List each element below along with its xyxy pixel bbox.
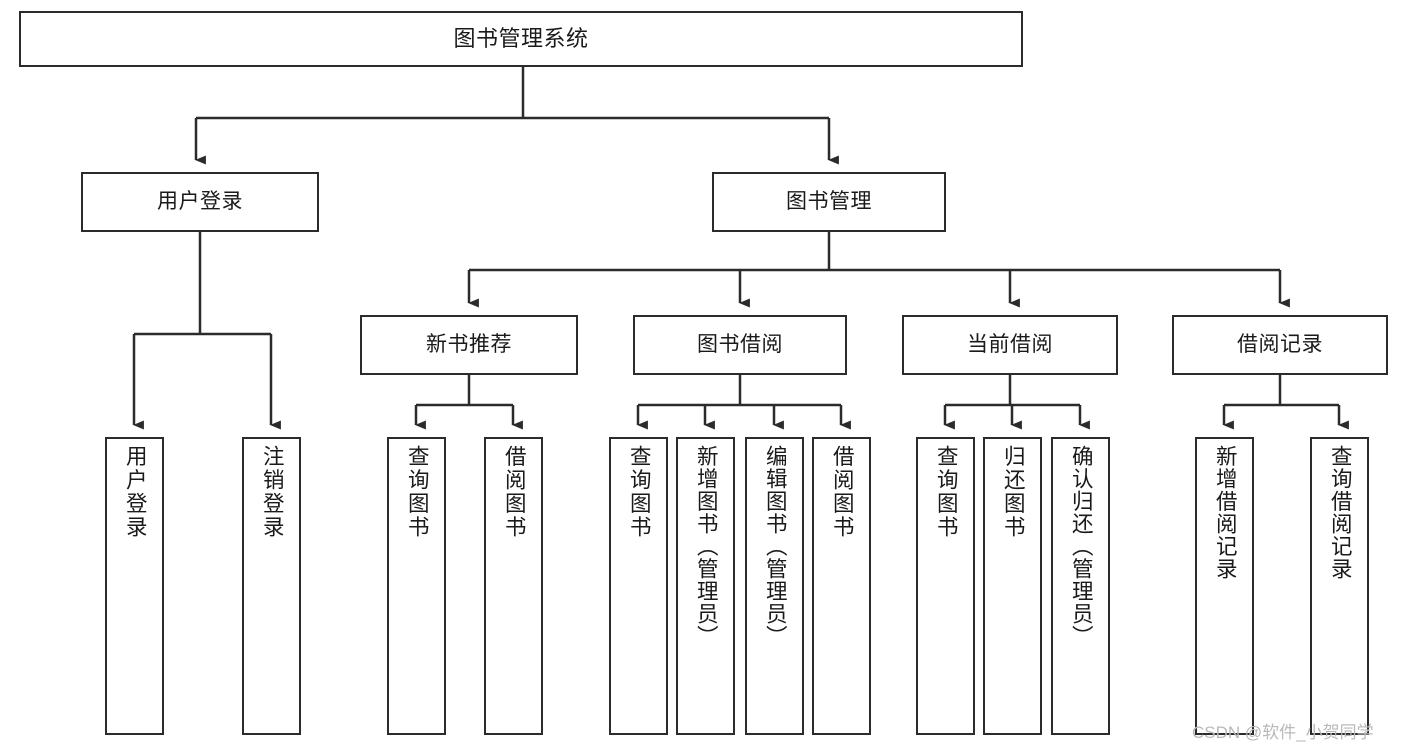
node-label: 新增借阅记录 xyxy=(1213,445,1238,580)
leaf-borrow-book[interactable]: 借阅图书 xyxy=(812,437,871,735)
node-root-book-management-system[interactable]: 图书管理系统 xyxy=(19,11,1023,67)
leaf-add-book-admin[interactable]: 新增图书（管理员） xyxy=(676,437,735,735)
node-label: 图书管理 xyxy=(786,189,872,213)
leaf-confirm-return-admin[interactable]: 确认归还（管理员） xyxy=(1051,437,1110,735)
node-label: 注销登录 xyxy=(260,445,285,539)
node-label: 归还图书 xyxy=(1001,445,1026,539)
leaf-borrow-book-recommend[interactable]: 借阅图书 xyxy=(484,437,543,735)
node-label: 用户登录 xyxy=(157,189,243,213)
leaf-query-borrow-record[interactable]: 查询借阅记录 xyxy=(1310,437,1369,735)
node-label: 借阅图书 xyxy=(830,445,855,539)
node-label: 图书管理系统 xyxy=(453,26,589,52)
node-label: 查询图书 xyxy=(934,445,959,539)
node-book-borrow[interactable]: 图书借阅 xyxy=(633,315,847,375)
leaf-query-book-borrow[interactable]: 查询图书 xyxy=(609,437,668,735)
node-label: 确认归还（管理员） xyxy=(1069,445,1094,648)
node-label: 图书借阅 xyxy=(697,332,783,356)
leaf-user-login[interactable]: 用户登录 xyxy=(105,437,164,735)
node-label: 编辑图书（管理员） xyxy=(763,445,788,648)
leaf-add-borrow-record[interactable]: 新增借阅记录 xyxy=(1195,437,1254,735)
leaf-edit-book-admin[interactable]: 编辑图书（管理员） xyxy=(745,437,804,735)
node-new-book-recommend[interactable]: 新书推荐 xyxy=(360,315,578,375)
leaf-query-book-current[interactable]: 查询图书 xyxy=(916,437,975,735)
node-label: 查询借阅记录 xyxy=(1328,445,1353,580)
node-label: 新增图书（管理员） xyxy=(694,445,719,648)
leaf-query-book-recommend[interactable]: 查询图书 xyxy=(387,437,446,735)
node-user-login[interactable]: 用户登录 xyxy=(81,172,319,232)
leaf-logout-login[interactable]: 注销登录 xyxy=(242,437,301,735)
leaf-return-book[interactable]: 归还图书 xyxy=(983,437,1042,735)
csdn-watermark: CSDN @软件_小贺同学 xyxy=(1192,723,1374,742)
node-label: 借阅图书 xyxy=(502,445,527,539)
node-label: 用户登录 xyxy=(123,445,148,539)
node-borrow-record[interactable]: 借阅记录 xyxy=(1172,315,1388,375)
node-label: 借阅记录 xyxy=(1237,332,1323,356)
node-label: 当前借阅 xyxy=(967,332,1053,356)
node-current-borrow[interactable]: 当前借阅 xyxy=(902,315,1118,375)
node-label: 查询图书 xyxy=(627,445,652,539)
node-label: 查询图书 xyxy=(405,445,430,539)
node-label: 新书推荐 xyxy=(426,332,512,356)
node-book-management[interactable]: 图书管理 xyxy=(712,172,946,232)
